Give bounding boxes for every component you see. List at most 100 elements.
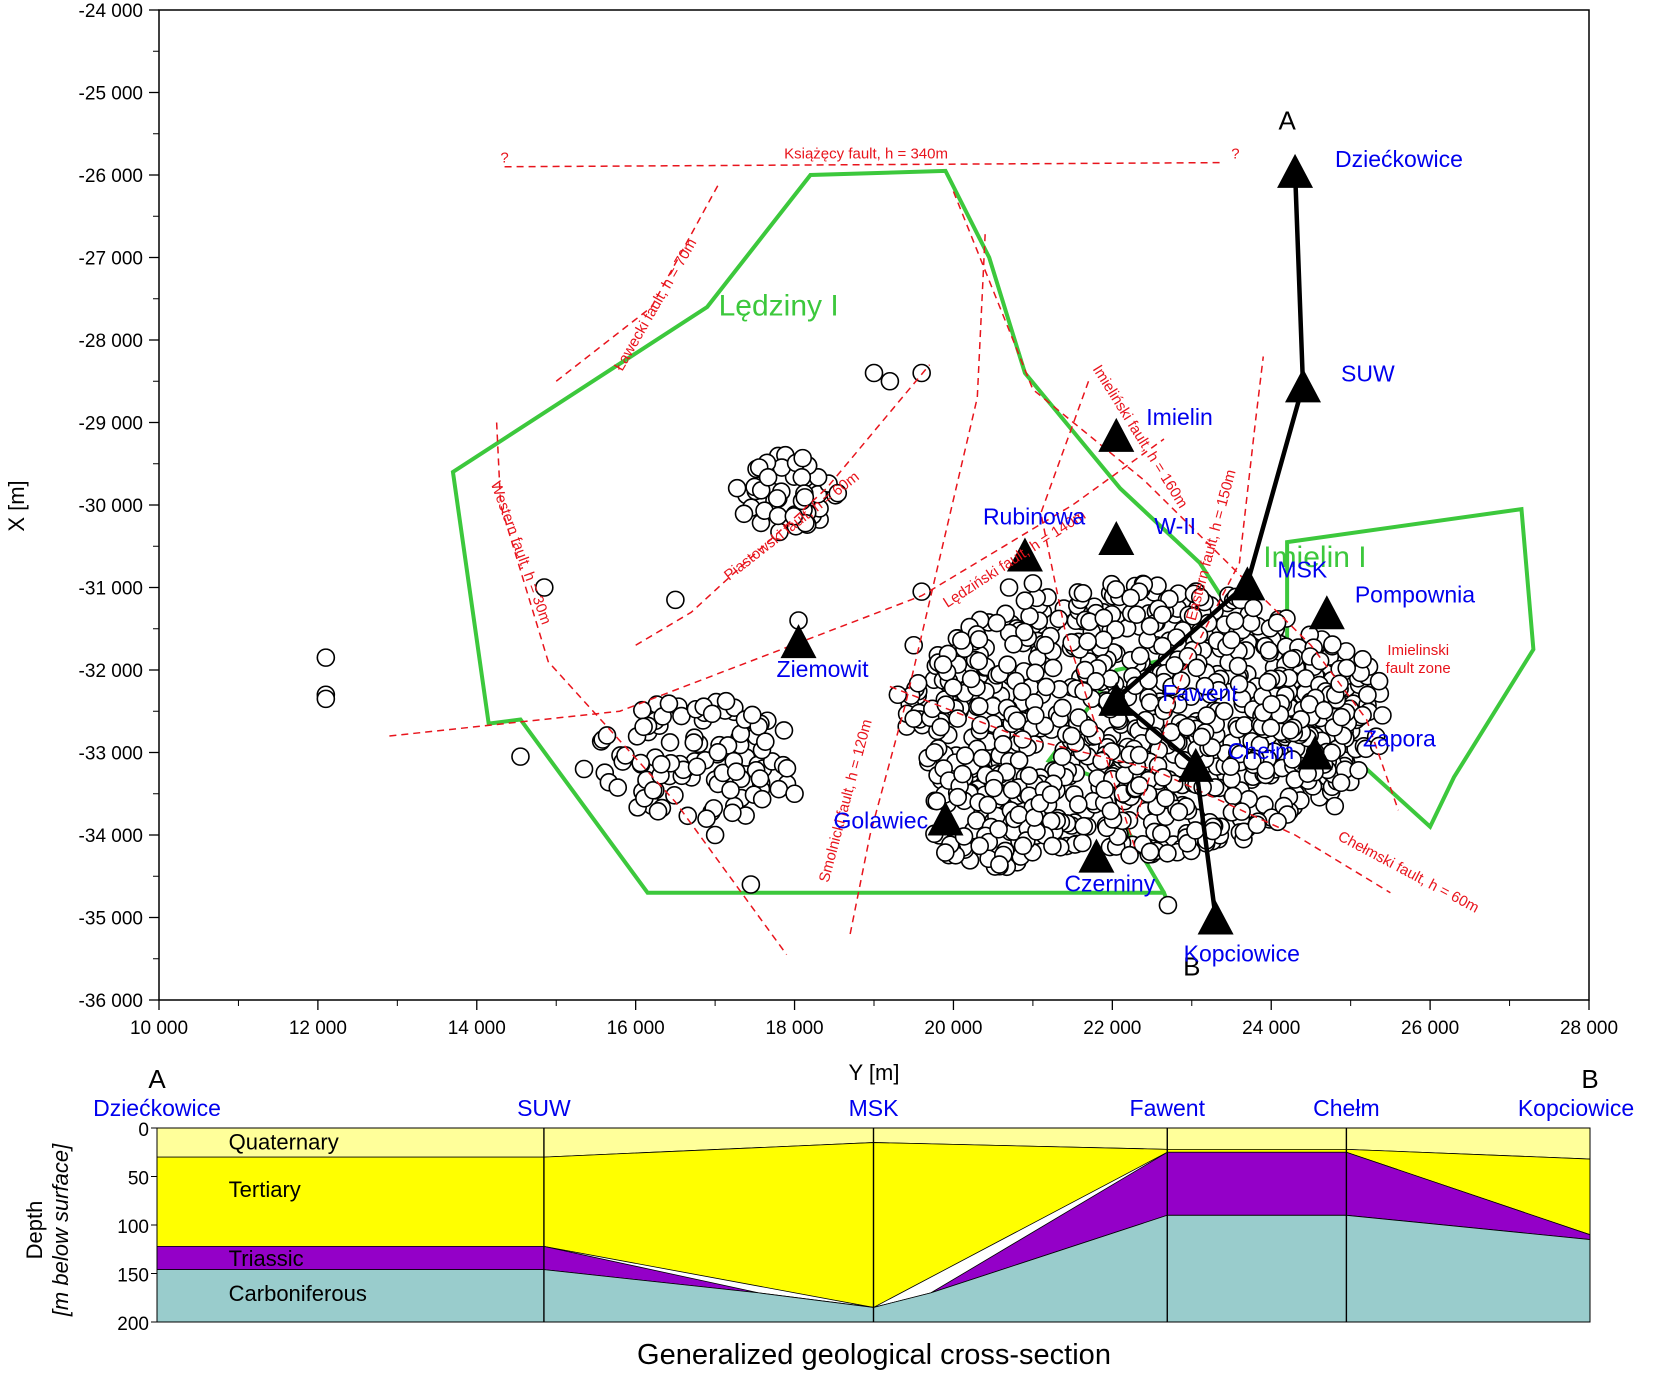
seismic-event <box>721 780 740 800</box>
seismic-event <box>750 769 770 788</box>
seismic-event <box>1243 751 1262 771</box>
seismic-event <box>1140 616 1160 636</box>
seismic-event <box>1052 747 1072 767</box>
station-triangle-icon <box>927 801 964 836</box>
seismic-event <box>1190 587 1210 607</box>
seismic-event <box>925 743 944 762</box>
layer-carboniferous <box>157 1214 1590 1322</box>
seismic-event <box>1197 706 1217 725</box>
seismic-event <box>1223 786 1243 806</box>
seismic-event <box>1053 698 1072 718</box>
seismic-event <box>774 721 794 740</box>
seismic-event <box>316 648 336 667</box>
seismic-event <box>912 363 931 383</box>
seismic-event <box>702 704 722 724</box>
x-tick-label: 16 000 <box>607 1018 665 1039</box>
y-tick-label: -27 000 <box>79 249 143 270</box>
seismic-event <box>1353 649 1372 669</box>
x-tick-label: 18 000 <box>765 1018 823 1039</box>
seismic-event <box>1268 812 1287 832</box>
seismic-event <box>1358 685 1377 705</box>
fault-zone-label: Imielinski <box>1387 642 1449 659</box>
seismic-event <box>1095 780 1115 799</box>
seismic-event <box>633 700 652 720</box>
cross-section-station-label: Kopciowice <box>1518 1095 1634 1121</box>
seismic-event <box>1225 611 1245 631</box>
seismic-event <box>1153 768 1173 787</box>
x-tick-label: 10 000 <box>130 1018 188 1039</box>
seismic-event <box>931 717 951 737</box>
seismic-event <box>1244 598 1263 618</box>
y-tick-label: -26 000 <box>79 166 143 187</box>
seismic-event <box>1025 706 1045 725</box>
seismic-event <box>574 759 594 779</box>
seismic-event <box>1158 844 1177 863</box>
seismic-event <box>1041 785 1061 804</box>
seismic-event <box>1256 760 1276 780</box>
faults <box>389 161 1400 956</box>
station-triangle-icon <box>1098 417 1135 452</box>
fault-zone-label: fault zone <box>1386 660 1451 677</box>
seismic-event <box>933 655 953 674</box>
seismic-event <box>643 781 663 800</box>
seismic-event <box>687 757 707 777</box>
seismic-event <box>1187 658 1206 678</box>
seismic-event <box>708 742 728 762</box>
seismic-event <box>989 819 1008 839</box>
map-axis-ticks <box>149 9 1590 1010</box>
station-label: Rubinowa <box>983 504 1085 530</box>
seismic-event <box>1101 801 1121 821</box>
seismic-event <box>1004 634 1023 654</box>
seismic-event <box>952 631 971 650</box>
seismic-event <box>1158 895 1178 915</box>
station-triangle-icon <box>1229 566 1266 601</box>
station-triangle-icon <box>1177 747 1214 782</box>
seismic-event <box>1140 842 1160 862</box>
seismic-stations <box>780 153 1345 935</box>
seismic-event <box>1169 802 1189 822</box>
station-triangle-icon <box>1296 735 1333 770</box>
seismic-event <box>828 483 848 503</box>
seismic-event <box>1221 757 1241 776</box>
seismic-event <box>1015 622 1034 642</box>
seismic-event <box>1094 630 1113 650</box>
seismic-event <box>1214 701 1234 721</box>
seismic-event <box>1075 660 1095 680</box>
seismic-event <box>678 806 698 826</box>
geological-cross-section: 050100150200QuaternaryTertiaryTriassicCa… <box>22 1064 1634 1371</box>
seismic-event <box>1130 775 1149 795</box>
station-triangle-icon <box>780 624 817 659</box>
x-tick-label: 20 000 <box>924 1018 982 1039</box>
seismic-event <box>1153 636 1172 656</box>
fault-line <box>1040 380 1137 852</box>
seismic-event <box>727 478 747 498</box>
seismic-event <box>1195 676 1215 696</box>
seismic-event <box>993 735 1013 754</box>
seismic-event <box>756 732 775 752</box>
seismic-event <box>1232 802 1251 821</box>
cross-section-title: Generalized geological cross-section <box>637 1339 1111 1371</box>
depth-tick-label: 0 <box>138 1120 149 1141</box>
seismic-event <box>990 855 1009 874</box>
seismic-event <box>1314 700 1334 720</box>
seismic-event <box>1310 651 1330 671</box>
station-triangle-icon <box>1277 153 1314 188</box>
x-tick-label: 28 000 <box>1560 1018 1618 1039</box>
seismic-event <box>1086 672 1106 691</box>
seismic-event <box>792 468 812 487</box>
seismic-event <box>1074 816 1094 836</box>
seismic-event <box>705 825 725 845</box>
seismic-event <box>943 678 963 697</box>
cross-section-station-label: Dziećkowice <box>93 1095 221 1121</box>
seismic-event <box>969 630 989 649</box>
seismic-event <box>953 764 972 784</box>
seismic-event <box>1073 583 1093 603</box>
seismic-event <box>1121 588 1140 608</box>
seismic-event <box>608 778 628 797</box>
station-label: SUW <box>1341 360 1395 386</box>
cross-section-station-label: MSK <box>849 1095 900 1121</box>
cross-section-station-label: Fawent <box>1130 1095 1206 1121</box>
x-tick-label: 26 000 <box>1401 1018 1459 1039</box>
seismic-event <box>987 613 1007 633</box>
